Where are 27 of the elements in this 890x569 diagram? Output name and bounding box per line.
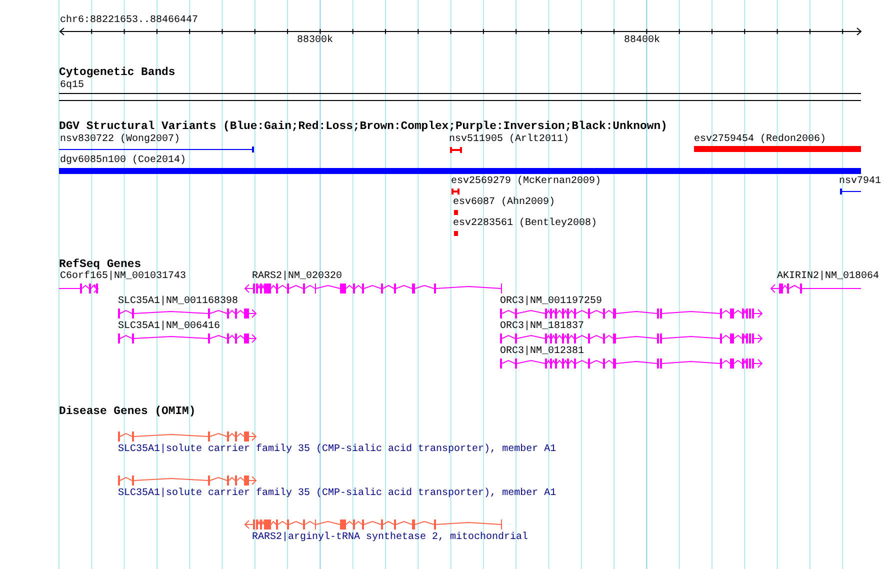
gene-label: ORC3|NM_001197259 <box>500 296 602 308</box>
gene-label: ORC3|NM_012381 <box>500 346 584 358</box>
gene-label: RARS2|NM_020320 <box>252 271 342 283</box>
variant-label: nsv511905 (Arlt2011) <box>449 134 570 146</box>
scale-tick-label: 88300k <box>297 35 334 47</box>
band-name: 6q15 <box>60 80 84 92</box>
gene-label: AKIRIN2|NM_018064 <box>777 271 880 283</box>
gene-label: C6orf165|NM_001031743 <box>60 271 186 283</box>
variant-label: esv6087 (Ahn2009) <box>453 197 556 209</box>
track-title: RefSeq Genes <box>59 259 142 271</box>
variant-label: esv2759454 (Redon2006) <box>694 134 826 146</box>
variant-label: dgv6085n100 (Coe2014) <box>60 155 186 167</box>
scale-tick-label: 88400k <box>624 35 660 47</box>
gene-label: SLC35A1|NM_001168398 <box>118 296 238 308</box>
variant-label: nsv830722 (Wong2007) <box>60 134 180 146</box>
coordinate-range: chr6:88221653..88466447 <box>60 15 198 27</box>
variant-label: nsv7941 <box>839 176 882 188</box>
disease-gene-label: SLC35A1|solute carrier family 35 (CMP-sialic acid transporter), member A1 <box>118 444 556 456</box>
track-title: Cytogenetic Bands <box>59 67 176 79</box>
variant-label: esv2569279 (McKernan2009) <box>451 176 602 188</box>
track-title: DGV Structural Variants (Blue:Gain;Red:Loss;Brown:Complex;Purple:Inversion;Black:Unknown) <box>59 121 668 133</box>
track-title: Disease Genes (OMIM) <box>59 406 196 418</box>
gene-label: SLC35A1|NM_006416 <box>118 321 220 333</box>
variant-label: esv2283561 (Bentley2008) <box>453 218 598 230</box>
disease-gene-label: SLC35A1|solute carrier family 35 (CMP-sialic acid transporter), member A1 <box>118 488 556 500</box>
gene-label: ORC3|NM_181837 <box>500 321 584 333</box>
disease-gene-label: RARS2|arginyl-tRNA synthetase 2, mitochondrial <box>252 532 528 544</box>
